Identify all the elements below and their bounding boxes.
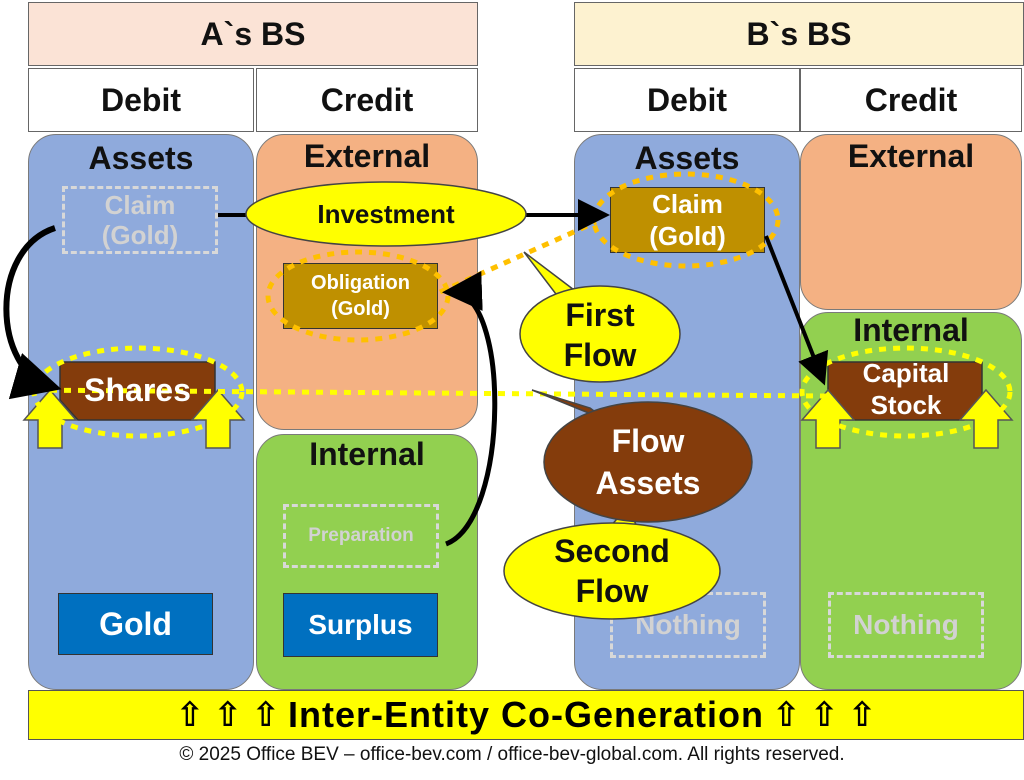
a-up-arrow-right [190, 388, 246, 449]
b-claim-to-capital-arrow [764, 235, 829, 386]
copyright-footer: © 2025 Office BEV – office-bev.com / off… [179, 744, 845, 765]
b-assets-title: Assets [634, 140, 740, 176]
b-debit-header: Debit [574, 68, 800, 132]
a-claim-to-shares-arrow [3, 225, 62, 400]
b-capital-stock-highlight [799, 345, 1013, 439]
investment-ellipse [245, 181, 527, 247]
b-external-title: External [847, 138, 975, 174]
a-external-title: External [303, 138, 431, 174]
a-obligation-box: Obligation (Gold) [283, 263, 438, 329]
b-nothing-right-placeholder: Nothing [828, 592, 984, 658]
second-flow-label: Second Flow [554, 533, 670, 609]
a-shares-label: Shares [84, 371, 191, 408]
a-obligation-highlight [265, 249, 451, 343]
b-credit-header: Credit [800, 68, 1022, 132]
banner-text: Inter-Entity Co-Generation [287, 694, 765, 735]
a-debit-header: Debit [28, 68, 254, 132]
co-generation-banner: ⇧ ⇧ ⇧ Inter-Entity Co-Generation ⇧ ⇧ ⇧ [28, 690, 1024, 740]
b-claim-box: Claim (Gold) [610, 187, 765, 253]
flow-assets-label: Flow Assets [595, 423, 701, 501]
investment-label: Investment [317, 198, 455, 229]
b-claim-highlight [591, 171, 781, 269]
a-internal-title: Internal [309, 436, 425, 472]
banner-arrows-left: ⇧ ⇧ ⇧ [175, 696, 280, 734]
a-preparation-placeholder: Preparation [283, 504, 439, 568]
a-up-arrow-left [22, 388, 78, 449]
a-claim-placeholder: Claim (Gold) [62, 186, 218, 254]
a-gold-box: Gold [58, 593, 213, 655]
b-internal-title: Internal [853, 312, 969, 348]
a-credit-header: Credit [256, 68, 478, 132]
a-assets-title: Assets [88, 140, 194, 176]
first-flow-ellipse [519, 285, 681, 383]
b-external-panel [800, 134, 1022, 310]
b-bs-title: B`s BS [574, 2, 1024, 66]
b-up-arrow-right [958, 388, 1014, 449]
b-capital-stock-label: Capital Stock [862, 358, 950, 420]
banner-arrows-right: ⇧ ⇧ ⇧ [772, 696, 877, 734]
first-flow-label: First Flow [563, 297, 637, 373]
flow-assets-ellipse [543, 401, 753, 523]
second-flow-ellipse [503, 522, 721, 620]
a-surplus-box: Surplus [283, 593, 438, 657]
a-preparation-to-obligation-arrow [442, 271, 498, 547]
a-bs-title: A`s BS [28, 2, 478, 66]
